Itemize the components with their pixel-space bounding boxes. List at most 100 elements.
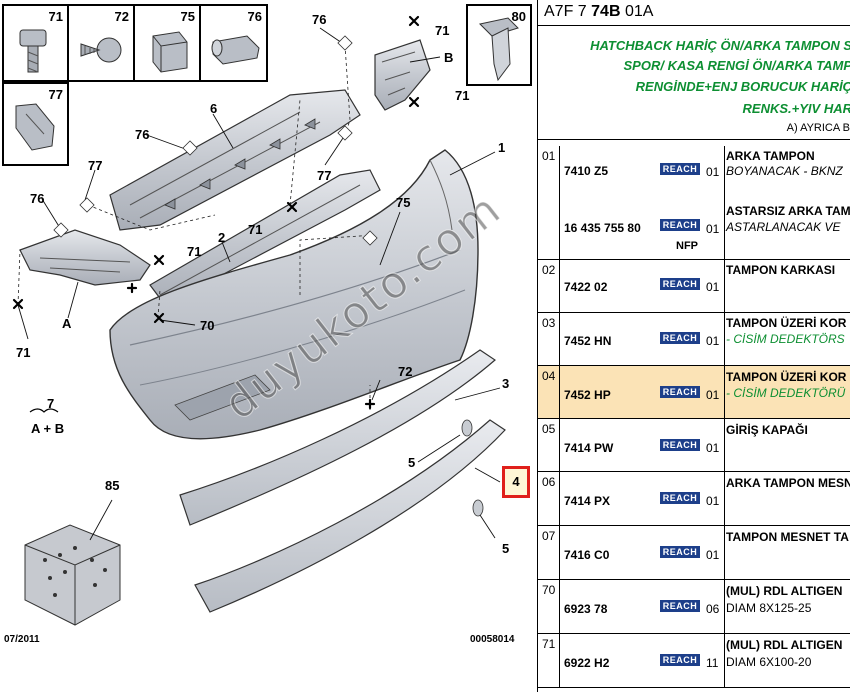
part-subtitle: DIAM 8X125-25 (726, 601, 812, 615)
callout-6[interactable]: 6 (210, 101, 218, 116)
reach-badge: REACH (660, 386, 700, 398)
bumper-trim-strip-4 (194, 419, 506, 613)
side-bracket-a (19, 229, 151, 286)
table-row[interactable]: 71 6922 H2 REACH 11 (MUL) RDL ALTIGEN DI… (538, 634, 850, 688)
callout-75[interactable]: 75 (396, 195, 411, 210)
table-row[interactable]: 02 7422 02 REACH 01 TAMPON KARKASI (538, 260, 850, 313)
reach-badge: REACH (660, 439, 700, 451)
quantity: 01 (706, 388, 720, 402)
quantity: 01 (706, 334, 720, 348)
diagram-drawing (12, 15, 506, 626)
reach-badge: REACH (660, 546, 700, 558)
quantity: 01 (706, 548, 720, 562)
part-reference[interactable]: 6922 H2 (564, 656, 610, 670)
row-index: 03 (538, 313, 560, 365)
reach-badge: REACH (660, 332, 700, 344)
part-title: TAMPON MESNET TA (726, 530, 849, 544)
callout-71-a[interactable]: 71 (455, 88, 470, 103)
row-index: 07 (538, 526, 560, 579)
callout-71-e[interactable]: 71 (16, 345, 31, 360)
part-reference[interactable]: 7416 C0 (564, 548, 610, 562)
hardware-box-75: 75 (133, 4, 201, 82)
rear-bumper-1 (109, 149, 479, 440)
screw-bolt-icon (19, 29, 47, 73)
callout-1[interactable]: 1 (498, 140, 506, 155)
callout-b: B (444, 50, 454, 65)
table-row[interactable]: 07 7416 C0 REACH 01 TAMPON MESNET TA (538, 526, 850, 580)
part-reference[interactable]: 7414 PX (564, 494, 611, 508)
callout-a: A (62, 316, 72, 331)
part-reference[interactable]: 7410 Z5 (564, 164, 609, 178)
callout-72[interactable]: 72 (398, 364, 413, 379)
callout-71-d[interactable]: 71 (187, 244, 202, 259)
part-title: (MUL) RDL ALTIGEN (726, 638, 843, 652)
callout-76-c[interactable]: 76 (30, 191, 45, 206)
callout-2[interactable]: 2 (218, 230, 226, 245)
callout-5-lower[interactable]: 5 (502, 541, 510, 556)
table-row[interactable]: 06 7414 PX REACH 01 ARKA TAMPON MESNE (538, 472, 850, 526)
hardware-box-80: 80 (466, 4, 532, 86)
quantity: 11 (706, 656, 719, 670)
description-line: SPOR/ KASA RENGİ ÖN/ARKA TAMP (623, 58, 850, 73)
part-title: ASTARSIZ ARKA TAM (726, 204, 850, 218)
row-index: 05 (538, 419, 560, 471)
cover-cap-5-upper (461, 419, 473, 437)
row-index: 70 (538, 580, 560, 633)
part-reference[interactable]: 7422 02 (564, 280, 608, 294)
callout-70[interactable]: 70 (200, 318, 215, 333)
parts-diagram: 71 72 75 76 77 80 1 2 3 5 5 6 7 A + B 70… (2, 4, 532, 645)
callout-85[interactable]: 85 (105, 478, 120, 493)
table-row-highlighted[interactable]: 04 7452 HP REACH 01 TAMPON ÜZERİ KOR - C… (538, 366, 850, 419)
callout-4-highlighted[interactable]: 4 (502, 466, 530, 498)
table-row[interactable]: 70 6923 78 REACH 06 (MUL) RDL ALTIGEN DI… (538, 580, 850, 634)
hardware-box-71: 71 (2, 4, 69, 82)
quantity: 01 (706, 222, 720, 236)
callout-71-b[interactable]: 71 (435, 23, 450, 38)
description-line: RENGİNDE+ENJ BORUCUK HARİÇ (635, 79, 850, 94)
bracket-b (374, 39, 431, 111)
callout-71-c[interactable]: 71 (248, 222, 263, 237)
row-index: 02 (538, 260, 560, 312)
part-title: ARKA TAMPON (726, 149, 815, 163)
table-row[interactable]: 01 7410 Z5 REACH 01 ARKA TAMPON BOYANACA… (538, 146, 850, 260)
plastic-rivet-icon (211, 35, 260, 65)
table-row[interactable]: 03 7452 HN REACH 01 TAMPON ÜZERİ KOR - C… (538, 313, 850, 366)
quantity: 01 (706, 441, 720, 455)
drawing-number: 00058014 (470, 634, 515, 645)
part-reference[interactable]: 7414 PW (564, 441, 614, 455)
description-line: RENKS.+YIV HAR (742, 101, 850, 116)
callout-76-a[interactable]: 76 (312, 12, 327, 27)
reach-badge: REACH (660, 278, 700, 290)
callout-77-b[interactable]: 77 (88, 158, 103, 173)
hardware-box-77: 77 (2, 82, 69, 166)
part-title: TAMPON ÜZERİ KOR (726, 370, 847, 384)
callout-5-upper[interactable]: 5 (408, 455, 416, 470)
table-row[interactable]: 05 7414 PW REACH 01 GİRİŞ KAPAĞI (538, 419, 850, 472)
push-clip-icon (478, 17, 519, 82)
callout-76-b[interactable]: 76 (135, 127, 150, 142)
quantity: 01 (706, 494, 720, 508)
part-title: TAMPON KARKASI (726, 263, 836, 277)
reach-badge: REACH (660, 492, 700, 504)
parts-list-panel: A7F 7 74B 01A HATCHBACK HARİÇ ÖN/ARKA TA… (537, 0, 850, 692)
quantity: 01 (706, 280, 720, 294)
hardware-box-72: 72 (67, 4, 135, 82)
part-title: ARKA TAMPON MESNE (726, 476, 850, 490)
callout-3[interactable]: 3 (502, 376, 510, 391)
row-index: 71 (538, 634, 560, 687)
part-reference[interactable]: 6923 78 (564, 602, 608, 616)
part-subtitle: ASTARLANACAK VE (726, 220, 841, 234)
callout-77-a[interactable]: 77 (317, 168, 332, 183)
callout-7[interactable]: 7 (47, 396, 55, 411)
reference-header: A7F 7 74B 01A (538, 0, 850, 26)
row-index: 04 (538, 366, 560, 418)
part-reference[interactable]: 16 435 755 80 (564, 221, 641, 235)
row-index: 06 (538, 472, 560, 525)
part-subtitle: DIAM 6X100-20 (726, 655, 812, 669)
quantity: 06 (706, 602, 720, 616)
self-tapping-screw-icon (80, 37, 122, 63)
description-line: HATCHBACK HARİÇ ÖN/ARKA TAMPON S (590, 38, 850, 53)
part-reference[interactable]: 7452 HP (564, 388, 611, 402)
reach-badge: REACH (660, 163, 700, 175)
part-reference[interactable]: 7452 HN (564, 334, 612, 348)
